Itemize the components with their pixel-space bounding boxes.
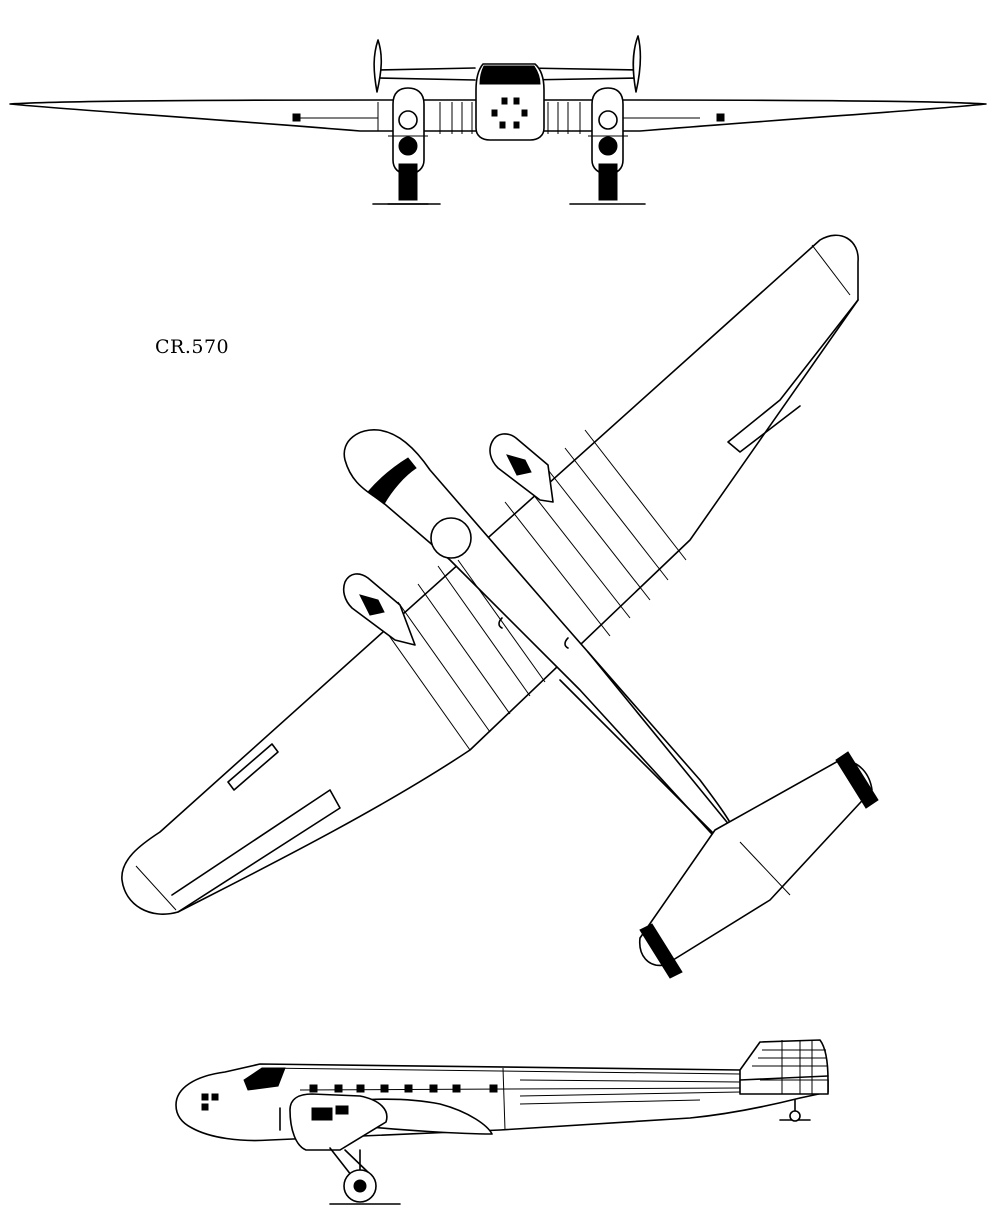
front-view-right-wing-marker (716, 113, 725, 122)
front-view-nose-windows (491, 97, 528, 129)
front-view-left-fin (373, 39, 383, 93)
plan-view-detail-mark-2 (564, 637, 569, 649)
plan-view-right-wingtip (811, 244, 851, 296)
side-view-tail-wheel-disc (789, 1110, 801, 1122)
plan-view-cockpit-glazing (367, 457, 417, 505)
plan-view-wing-ribs (377, 429, 687, 751)
plan-view-right-engine (489, 433, 554, 503)
front-view (9, 35, 987, 205)
front-view-right-engine (569, 87, 646, 205)
side-view-engine-details (311, 1105, 349, 1121)
plan-view (121, 234, 879, 979)
side-view-main-wheel-hub (353, 1179, 367, 1193)
front-view-tailplane (379, 67, 639, 81)
front-view-canopy (479, 65, 541, 85)
plan-view-left-wingtip (135, 865, 177, 911)
front-view-right-fin (632, 35, 642, 93)
side-view-cabin-windows (201, 1084, 498, 1111)
aircraft-designation-label: CR.570 (155, 336, 230, 358)
side-view-fuselage-lines (261, 1067, 741, 1131)
plan-view-left-aileron (171, 789, 341, 913)
side-view (175, 1039, 829, 1205)
plan-view-upper-fin (835, 751, 879, 809)
plan-view-right-aileron (727, 299, 859, 453)
side-view-tail-fin (739, 1039, 829, 1095)
side-view-cockpit-glazing (243, 1067, 286, 1091)
side-view-tailplane (739, 1075, 829, 1081)
plan-view-rear-fuselage (559, 651, 736, 841)
plan-view-left-engine (342, 573, 416, 646)
side-view-engine-nacelle (289, 1093, 388, 1151)
plan-view-detail-mark-1 (498, 617, 503, 629)
plan-view-lower-fin (639, 923, 683, 979)
side-view-rudder-ribs (752, 1040, 828, 1094)
front-view-left-engine (387, 87, 429, 205)
plan-view-wing-slot (227, 743, 279, 791)
plan-view-elevator-hinge (739, 841, 791, 896)
plan-view-fuselage-roundel (430, 517, 472, 559)
front-view-left-wing-marker (292, 113, 301, 122)
